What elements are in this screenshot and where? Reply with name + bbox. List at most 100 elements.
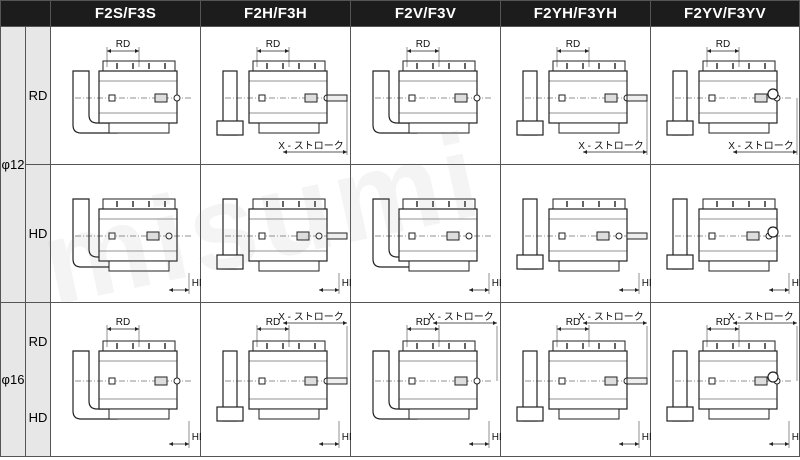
dimension-arrow <box>735 327 739 331</box>
dimension-arrow <box>707 327 711 331</box>
dimension-arrow <box>643 321 647 325</box>
stroke-dimension-label: X - ストローク <box>728 140 794 152</box>
dimension-arrow <box>585 327 589 331</box>
pivot-circle <box>767 226 779 238</box>
cylinder-bottom-plate <box>558 408 620 420</box>
header-row: F2S/F3S F2H/F3H F2V/F3V F2YH/F3YH F2YV/F… <box>0 0 800 27</box>
dimension-arrow <box>285 49 289 53</box>
drawing-group: HD <box>666 198 800 294</box>
drawing-group: RD <box>72 39 191 134</box>
dimension-arrow <box>335 288 339 292</box>
dimension-arrow <box>407 49 411 53</box>
drawing-cell: HD <box>500 164 651 303</box>
rod-end <box>108 94 116 102</box>
row-d12-hd: HD HD HD HD HD HD <box>1 164 800 303</box>
mount-label-rd: RD <box>25 26 51 165</box>
stroke-dimension-label: X - ストローク <box>578 311 644 323</box>
rd-dimension-label: RD <box>566 39 580 50</box>
mounting-foot <box>666 254 694 270</box>
dimension-arrow <box>733 321 737 325</box>
cylinder-bottom-plate <box>408 408 470 420</box>
pivot-circle <box>767 88 779 100</box>
rd-dimension-label: RD <box>416 317 430 328</box>
rod-end <box>108 377 116 385</box>
dimension-arrow <box>583 321 587 325</box>
drawing-cell: HD <box>650 164 800 303</box>
bolt-circle <box>315 232 323 240</box>
size-label-d12: φ12 <box>0 26 26 303</box>
rod-end <box>408 232 416 240</box>
bolt-circle <box>473 94 481 102</box>
mount-label-rd-d16: RD <box>28 333 48 349</box>
drawing-d12-hd-f2s: HD <box>72 198 201 294</box>
bolt-circle <box>615 232 623 240</box>
mount-label-hd: HD <box>25 164 51 303</box>
column-header-f2h-f3h: F2H/F3H <box>200 0 351 27</box>
dimension-arrow <box>135 327 139 331</box>
dimension-arrow <box>785 442 789 446</box>
hd-dimension-label: HD <box>192 432 201 443</box>
cylinder-bottom-plate <box>108 260 170 272</box>
hd-dimension-label: HD <box>642 278 651 289</box>
drawing-group: RD X - ストローク <box>516 39 648 155</box>
drawing-d12-rd-f2yh: RD X - ストローク <box>516 39 648 155</box>
cylinder-bottom-plate <box>108 408 170 420</box>
cylinder-bottom-plate <box>408 260 470 272</box>
drawing-group: HD <box>372 198 501 294</box>
dimension-arrow <box>169 442 173 446</box>
dimension-arrow <box>285 327 289 331</box>
mount-label-hd-d16: HD <box>28 409 48 425</box>
mounting-foot <box>666 120 694 136</box>
dimension-arrow <box>469 288 473 292</box>
rod-end <box>408 377 416 385</box>
rd-dimension-label: RD <box>716 39 730 50</box>
rod-end <box>708 232 716 240</box>
drawing-d12-hd-f2h: HD <box>216 198 351 294</box>
rod-block <box>296 231 310 241</box>
drawing-group: RD <box>372 39 491 134</box>
dimension-arrow <box>643 150 647 154</box>
hd-dimension-label: HD <box>342 278 351 289</box>
dimension-arrow <box>435 49 439 53</box>
extended-rod <box>626 232 648 240</box>
dimension-arrow <box>735 49 739 53</box>
dimension-arrow <box>585 49 589 53</box>
stroke-dimension-label: X - ストローク <box>278 140 344 152</box>
bolt-circle <box>473 377 481 385</box>
dimension-arrow <box>257 49 261 53</box>
mounting-foot <box>216 120 244 136</box>
cylinder-top-plate <box>252 198 326 210</box>
stroke-dimension-label: X - ストローク <box>578 140 644 152</box>
rd-dimension-label: RD <box>566 317 580 328</box>
dimension-arrow <box>619 442 623 446</box>
cylinder-top-plate <box>552 198 626 210</box>
dimension-arrow <box>283 321 287 325</box>
rod-end <box>408 94 416 102</box>
rod-block <box>454 376 468 386</box>
dimension-arrow <box>493 321 497 325</box>
column-header-f2s-f3s: F2S/F3S <box>50 0 201 27</box>
drawing-cell: HD <box>350 164 501 303</box>
dimension-arrow <box>485 442 489 446</box>
mounting-foot <box>516 254 544 270</box>
extended-rod <box>326 232 348 240</box>
cylinder-bottom-plate <box>258 408 320 420</box>
mounting-foot <box>216 254 244 270</box>
bolt-circle <box>173 94 181 102</box>
mounting-foot <box>516 406 544 422</box>
dimension-arrow <box>557 49 561 53</box>
dimension-arrow <box>169 288 173 292</box>
extended-rod <box>626 377 648 385</box>
cylinder-bottom-plate <box>708 260 770 272</box>
dimension-arrow <box>583 150 587 154</box>
